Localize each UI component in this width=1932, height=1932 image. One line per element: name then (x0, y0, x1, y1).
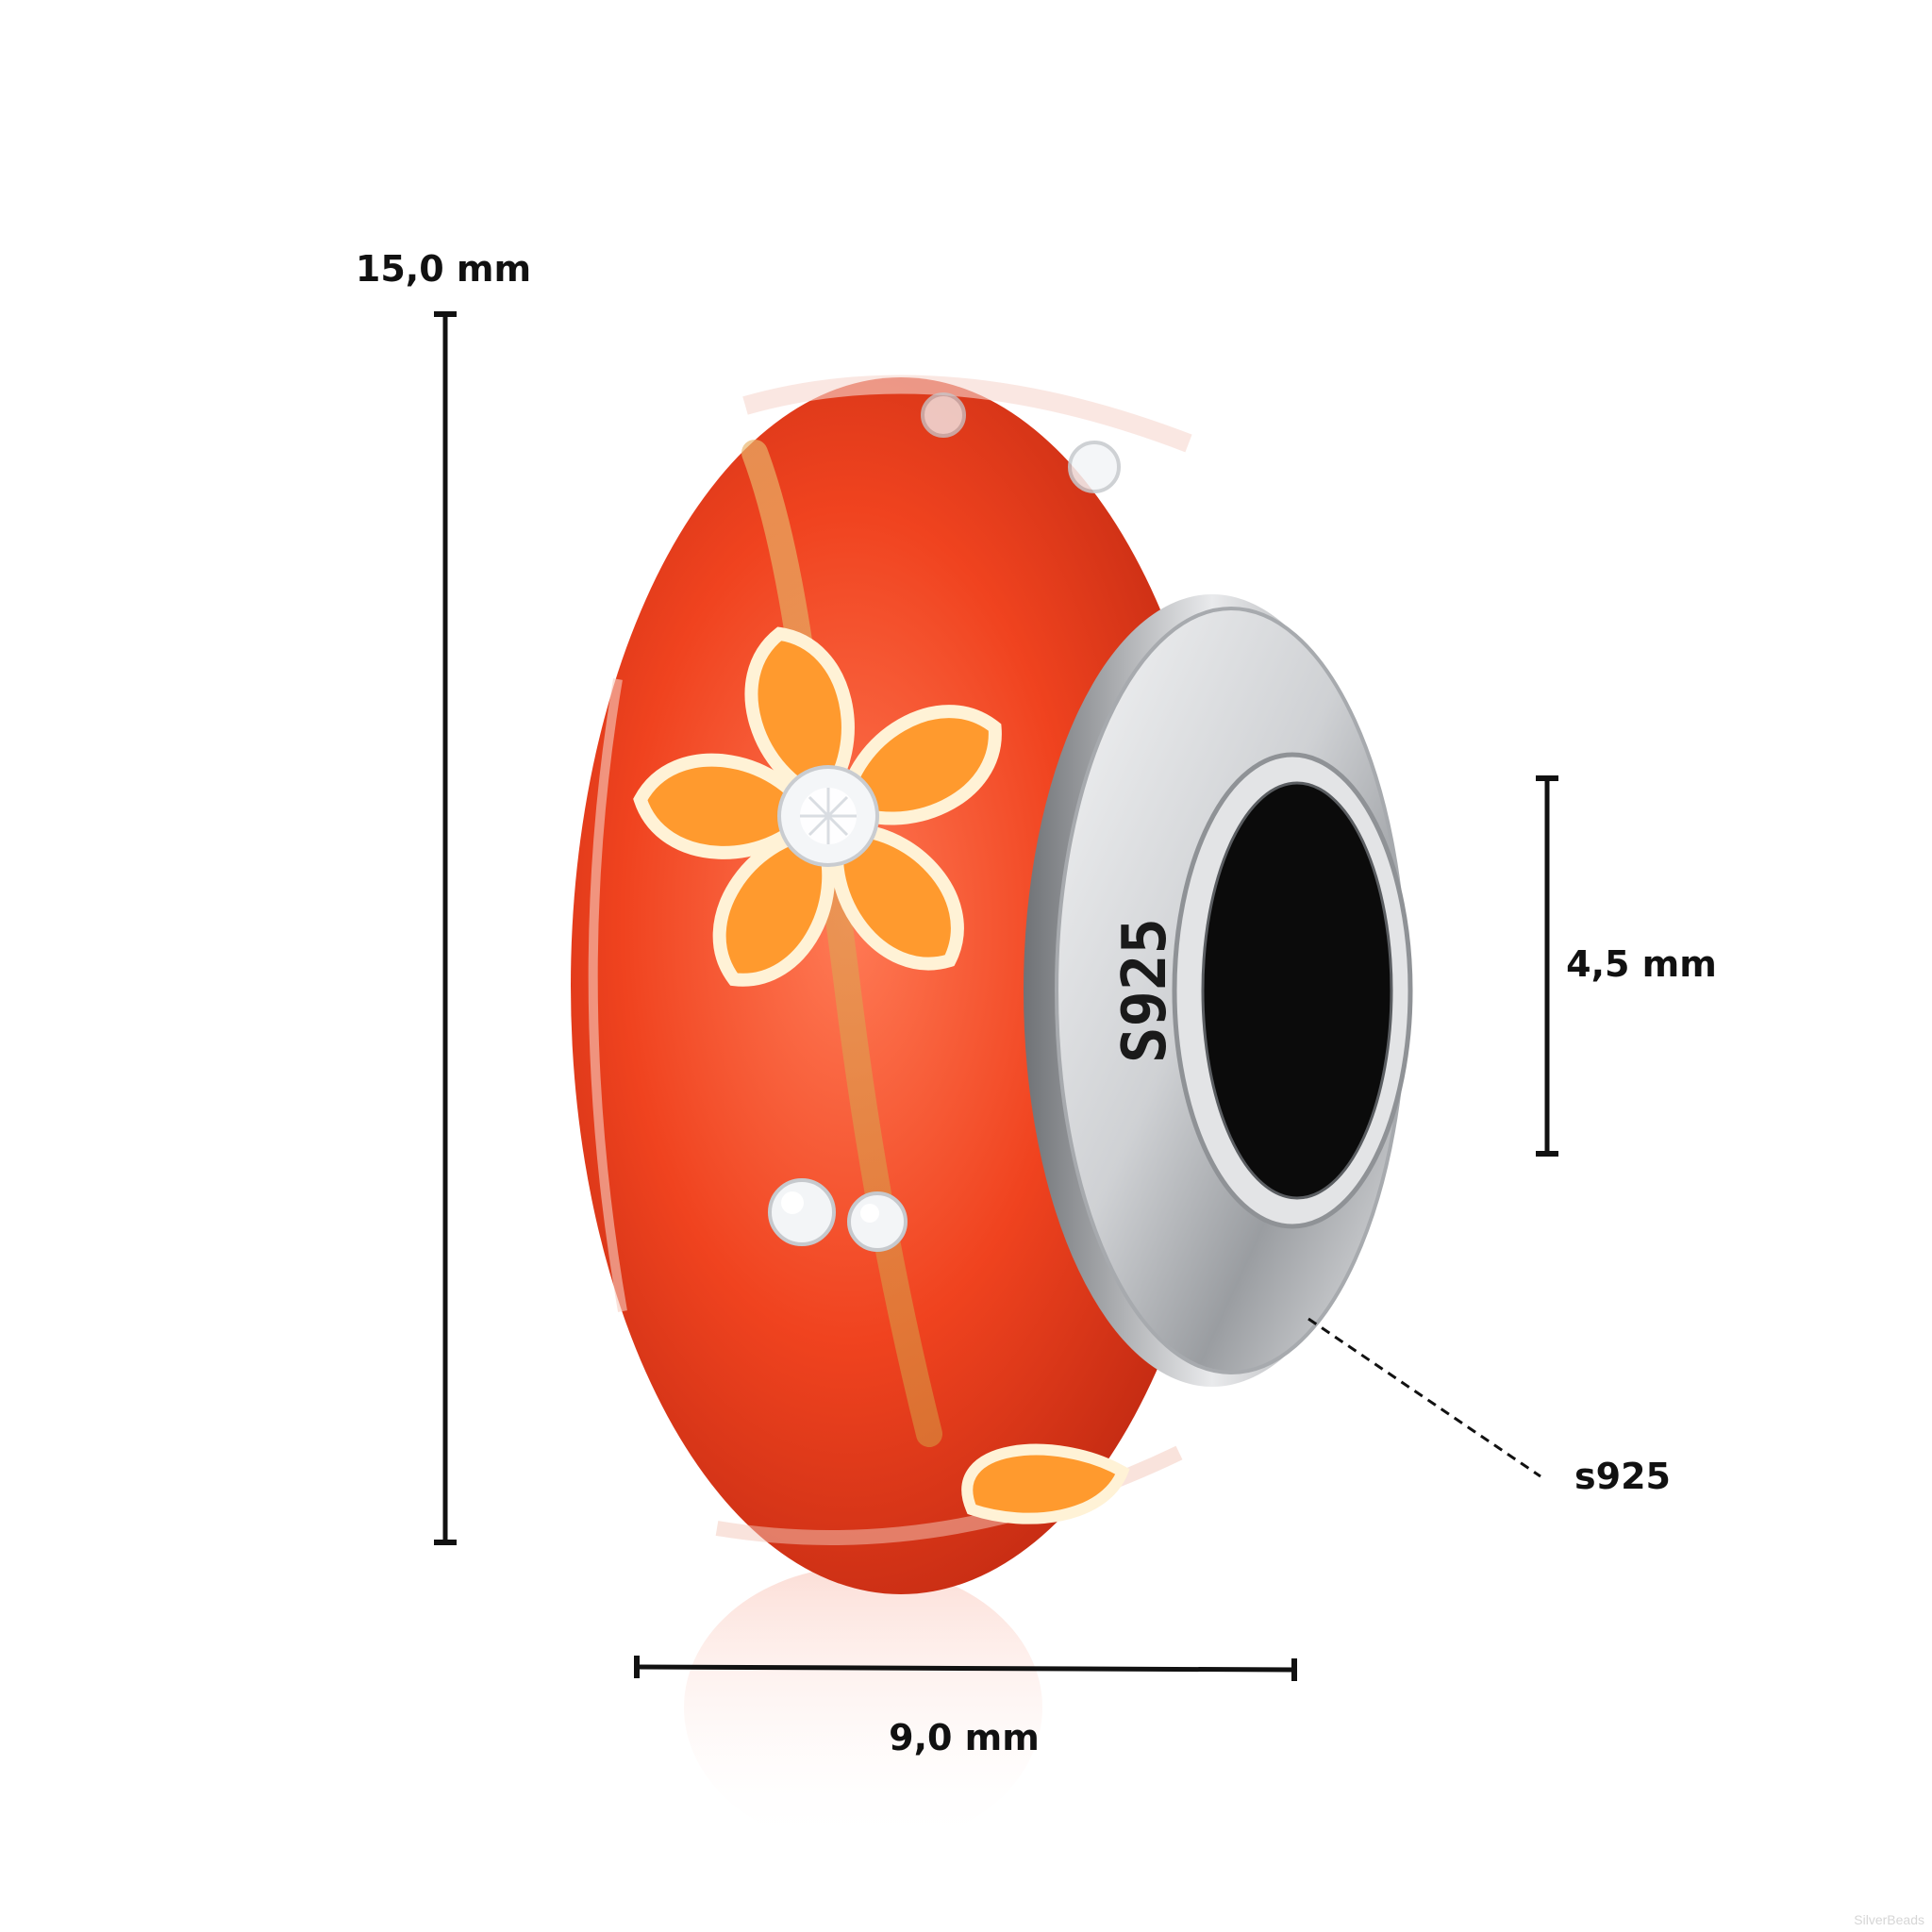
glass-bead (571, 375, 1231, 1594)
core-hole (1203, 783, 1391, 1198)
width-dimension (634, 1656, 1297, 1681)
crystal-stone (1068, 441, 1121, 493)
flower-petal (633, 753, 818, 859)
flower-petal (744, 626, 855, 806)
glass-body (571, 377, 1231, 1594)
bead-reflection (684, 1566, 1042, 1849)
stamp-callout-label: s925 (1574, 1456, 1671, 1497)
watermark: SilverBeads (1854, 1912, 1924, 1927)
stamp-callout-line (1307, 1317, 1541, 1478)
glass-edge-left (588, 678, 627, 1312)
crystal-stone (847, 1191, 908, 1252)
core-stamp: S925 (1110, 918, 1180, 1063)
height-label: 15,0 mm (356, 248, 531, 290)
glass-edge-top (742, 375, 1192, 453)
orange-flower (633, 626, 1002, 987)
width-label: 9,0 mm (889, 1717, 1040, 1758)
crystal-stone (921, 392, 966, 438)
hole-label: 4,5 mm (1566, 943, 1717, 985)
crystal-stone (768, 1178, 836, 1246)
silver-core: S925 (1024, 594, 1413, 1387)
flower-petal (838, 705, 1002, 825)
lower-flower (961, 1443, 1130, 1524)
flower-petal (712, 825, 836, 987)
height-dimension (434, 311, 457, 1545)
flower-petal (830, 823, 964, 971)
hole-dimension (1536, 775, 1558, 1157)
